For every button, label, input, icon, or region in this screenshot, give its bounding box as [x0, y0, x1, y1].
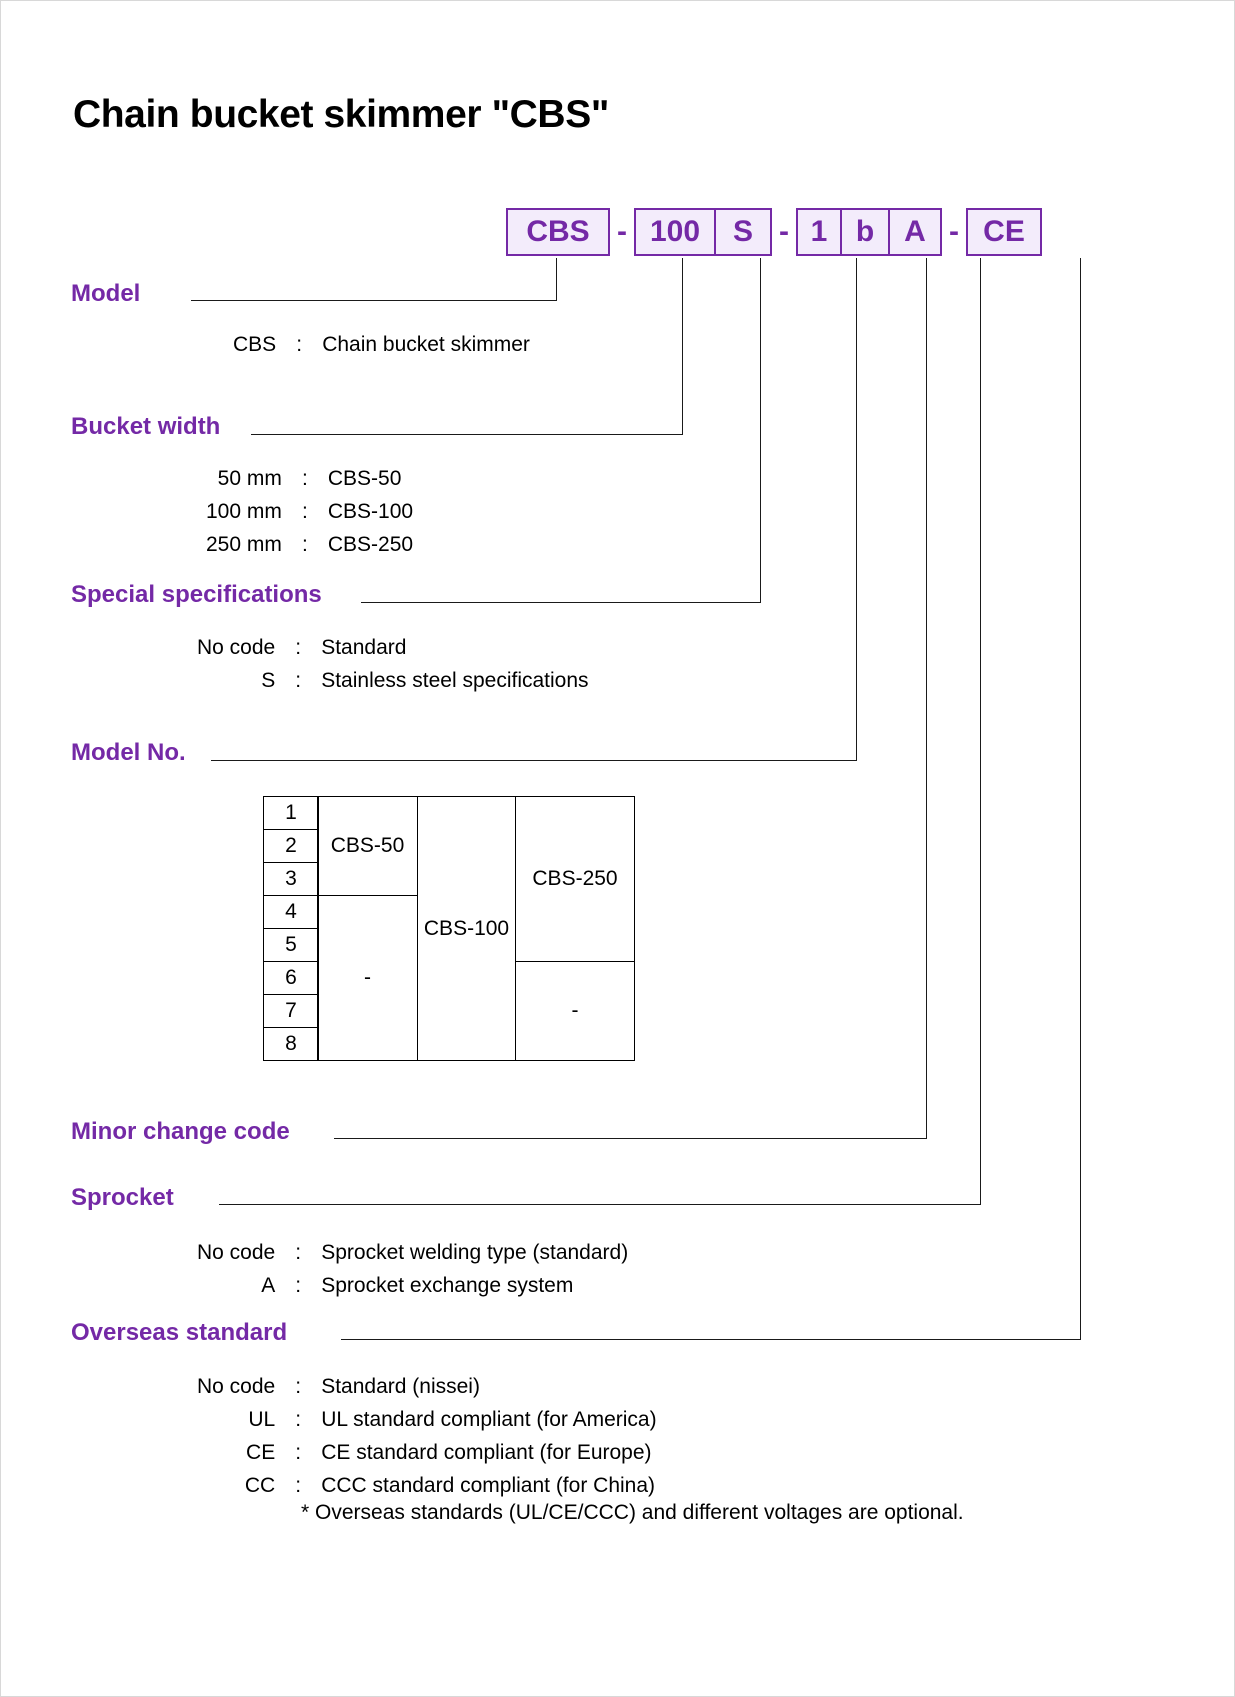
leader-line-bucket-width-vertical — [682, 258, 683, 435]
deflist-value: Standard (nissei) — [321, 1375, 480, 1398]
table-row-number: 6 — [263, 961, 319, 995]
leader-line-bucket-width-horizontal — [251, 434, 683, 435]
leader-line-model-no-vertical — [856, 258, 857, 761]
deflist-key: A — [261, 1274, 276, 1297]
leader-line-sprocket-vertical — [980, 258, 981, 1205]
leader-line-minor-change-vertical — [926, 258, 927, 1139]
leader-line-minor-change-horizontal — [334, 1138, 927, 1139]
deflist-value: CBS-250 — [327, 533, 414, 556]
deflist-key: 100 mm — [206, 500, 282, 523]
deflist-value: UL standard compliant (for America) — [321, 1408, 657, 1431]
table-cell-cbs-50-empty: - — [317, 895, 418, 1061]
section-heading-model: Model — [71, 280, 141, 307]
deflist-value: CE standard compliant (for Europe) — [321, 1441, 652, 1464]
overseas-standard-footnote: * Overseas standards (UL/CE/CCC) and dif… — [301, 1501, 964, 1524]
table-row-number: 7 — [263, 994, 319, 1028]
table-cell-cbs-250-empty: - — [515, 961, 635, 1061]
code-group-overseas: CE — [966, 208, 1042, 256]
deflist-value: Standard — [321, 636, 407, 659]
leader-line-model-vertical — [556, 258, 557, 301]
section-heading-special-specifications: Special specifications — [71, 581, 322, 608]
table-row-number: 2 — [263, 829, 319, 863]
code-group-modelno-minor-sprocket: 1 b A — [796, 208, 942, 256]
leader-line-model-no-horizontal — [211, 760, 857, 761]
deflist-colon: : — [295, 636, 302, 659]
leader-line-model-horizontal — [191, 300, 556, 301]
deflist-colon: : — [301, 467, 308, 490]
deflist-key: 50 mm — [217, 467, 282, 490]
code-cell-minor-change[interactable]: b — [840, 210, 888, 254]
deflist-colon: : — [301, 533, 308, 556]
table-cell-cbs-50: CBS-50 — [317, 796, 418, 896]
deflist-key: UL — [248, 1408, 276, 1431]
table-row-number: 1 — [263, 796, 319, 830]
code-separator-1: - — [617, 215, 627, 248]
section-heading-sprocket: Sprocket — [71, 1184, 174, 1211]
code-cell-special-spec[interactable]: S — [714, 210, 770, 254]
section-heading-overseas-standard: Overseas standard — [71, 1319, 288, 1346]
leader-line-overseas-vertical — [1080, 258, 1081, 1340]
code-group-model: CBS — [506, 208, 610, 256]
deflist-key: No code — [197, 636, 276, 659]
deflist-value: CBS-100 — [327, 500, 414, 523]
table-cell-cbs-100: CBS-100 — [417, 796, 516, 1061]
deflist-colon: : — [295, 1441, 302, 1464]
code-separator-2: - — [779, 215, 789, 248]
leader-line-sprocket-horizontal — [219, 1204, 981, 1205]
deflist-value: Stainless steel specifications — [321, 669, 589, 692]
deflist-value: CBS-50 — [327, 467, 402, 490]
deflist-key: CE — [246, 1441, 276, 1464]
deflist-model: CBS : Chain bucket skimmer — [233, 328, 530, 361]
deflist-value: Sprocket exchange system — [321, 1274, 574, 1297]
deflist-colon: : — [295, 669, 302, 692]
deflist-key: CBS — [233, 333, 277, 356]
code-cell-overseas-standard[interactable]: CE — [983, 215, 1025, 248]
deflist-colon: : — [295, 1274, 302, 1297]
page-title: Chain bucket skimmer "CBS" — [73, 93, 609, 136]
model-code-string: CBS - 100 S - 1 b A - CE — [506, 206, 1042, 258]
leader-line-special-spec-horizontal — [361, 602, 761, 603]
deflist-colon: : — [296, 333, 303, 356]
deflist-key: No code — [197, 1241, 276, 1264]
code-cell-cbs[interactable]: CBS — [526, 215, 590, 248]
deflist-overseas-standard: No code : Standard (nissei) UL : UL stan… — [197, 1370, 657, 1502]
deflist-sprocket: No code : Sprocket welding type (standar… — [197, 1236, 628, 1302]
table-row-number: 3 — [263, 862, 319, 896]
code-cell-sprocket[interactable]: A — [888, 210, 940, 254]
deflist-value: Sprocket welding type (standard) — [321, 1241, 629, 1264]
section-heading-model-no: Model No. — [71, 739, 186, 766]
section-heading-minor-change-code: Minor change code — [71, 1118, 290, 1145]
deflist-key: No code — [197, 1375, 276, 1398]
deflist-bucket-width: 50 mm : CBS-50 100 mm : CBS-100 250 mm :… — [206, 462, 413, 561]
code-group-width-spec: 100 S — [634, 208, 772, 256]
deflist-value: CCC standard compliant (for China) — [321, 1474, 656, 1497]
table-cell-cbs-250: CBS-250 — [515, 796, 635, 962]
deflist-colon: : — [295, 1408, 302, 1431]
deflist-key: 250 mm — [206, 533, 282, 556]
table-row-number: 5 — [263, 928, 319, 962]
deflist-colon: : — [295, 1375, 302, 1398]
leader-line-overseas-horizontal — [341, 1339, 1081, 1340]
table-row-number: 8 — [263, 1027, 319, 1061]
code-separator-3: - — [949, 215, 959, 248]
model-no-table: 1 2 3 4 5 6 7 8 CBS-50 - CBS-100 CBS-250… — [263, 796, 635, 1061]
deflist-colon: : — [301, 500, 308, 523]
deflist-special-specifications: No code : Standard S : Stainless steel s… — [197, 631, 589, 697]
code-cell-model-no[interactable]: 1 — [810, 215, 828, 248]
deflist-key: S — [261, 669, 276, 692]
leader-line-special-spec-vertical — [760, 258, 761, 603]
deflist-colon: : — [295, 1241, 302, 1264]
table-row-number: 4 — [263, 895, 319, 929]
deflist-colon: : — [295, 1474, 302, 1497]
deflist-value: Chain bucket skimmer — [322, 333, 530, 356]
section-heading-bucket-width: Bucket width — [71, 413, 221, 440]
code-cell-width[interactable]: 100 — [649, 215, 701, 248]
deflist-key: CC — [244, 1474, 276, 1497]
